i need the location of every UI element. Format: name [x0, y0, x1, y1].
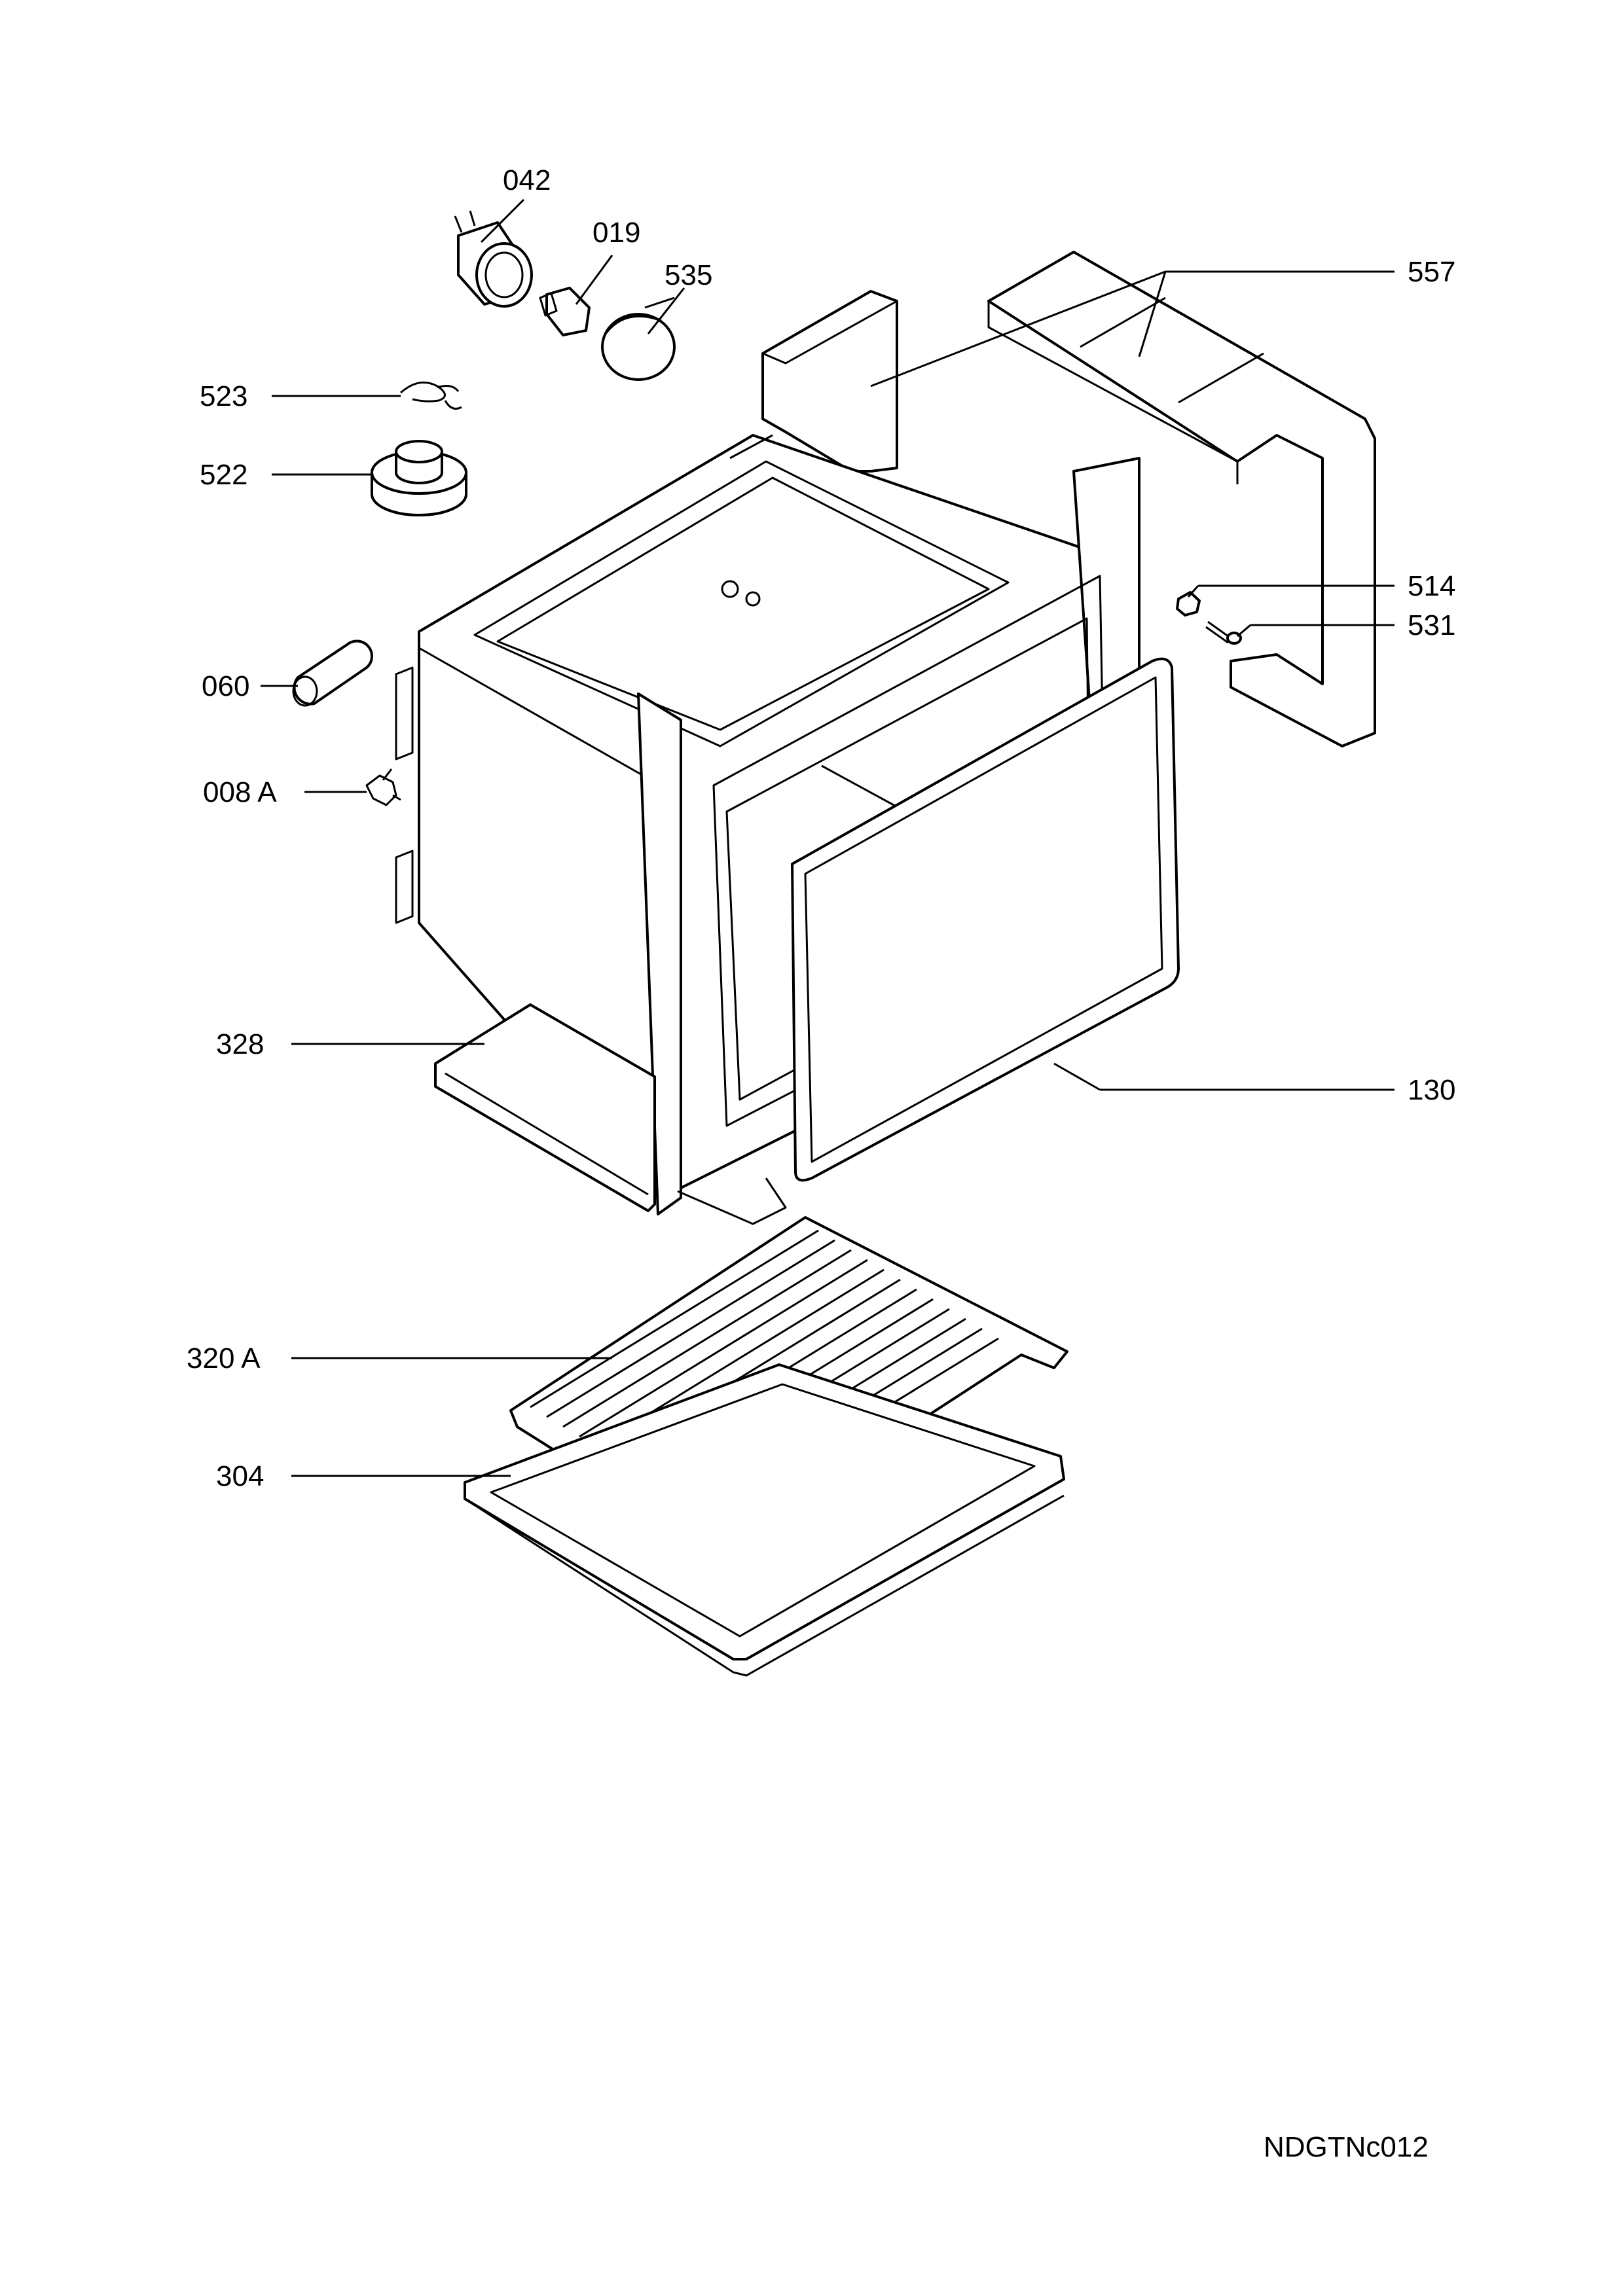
label-019: 019 — [593, 217, 640, 249]
part-523-clip — [400, 381, 462, 410]
label-130: 130 — [1408, 1074, 1455, 1106]
label-304: 304 — [216, 1460, 264, 1492]
leader-042 — [480, 198, 525, 243]
label-514: 514 — [1408, 570, 1455, 602]
label-328: 328 — [216, 1028, 264, 1060]
leader-557-a — [870, 270, 1166, 387]
part-328-bottom-tray — [434, 1003, 656, 1212]
label-523: 523 — [200, 380, 247, 412]
part-labels: 042 019 535 557 523 522 514 531 060 008 … — [187, 164, 1455, 1492]
leader-514-tip — [1187, 585, 1199, 598]
label-320a: 320 A — [187, 1342, 261, 1374]
leader-531-tip — [1237, 624, 1251, 637]
part-304-baking-tray — [464, 1363, 1065, 1677]
leader-535 — [647, 287, 685, 334]
leader-557-b — [1138, 271, 1167, 357]
leader-019 — [575, 255, 613, 305]
leader-lines — [261, 198, 1395, 1477]
part-522-knob — [371, 440, 467, 516]
label-531: 531 — [1408, 609, 1455, 641]
label-008a: 008 A — [203, 776, 277, 808]
drawing-code: NDGTNc012 — [1264, 2131, 1429, 2163]
leader-130-tip — [1053, 1062, 1101, 1091]
part-042-lamp-holder — [454, 210, 533, 308]
label-042: 042 — [503, 164, 551, 196]
label-535: 535 — [665, 259, 712, 291]
label-522: 522 — [200, 459, 247, 491]
part-535-lamp-cover — [601, 313, 676, 381]
label-557: 557 — [1408, 256, 1455, 288]
part-514-531-screws — [1176, 591, 1242, 645]
part-008a-clip — [365, 768, 401, 806]
part-557-insulation — [761, 251, 1376, 747]
label-060: 060 — [202, 670, 249, 702]
part-130-door-seal — [791, 657, 1180, 1182]
part-060-tube — [292, 639, 374, 707]
